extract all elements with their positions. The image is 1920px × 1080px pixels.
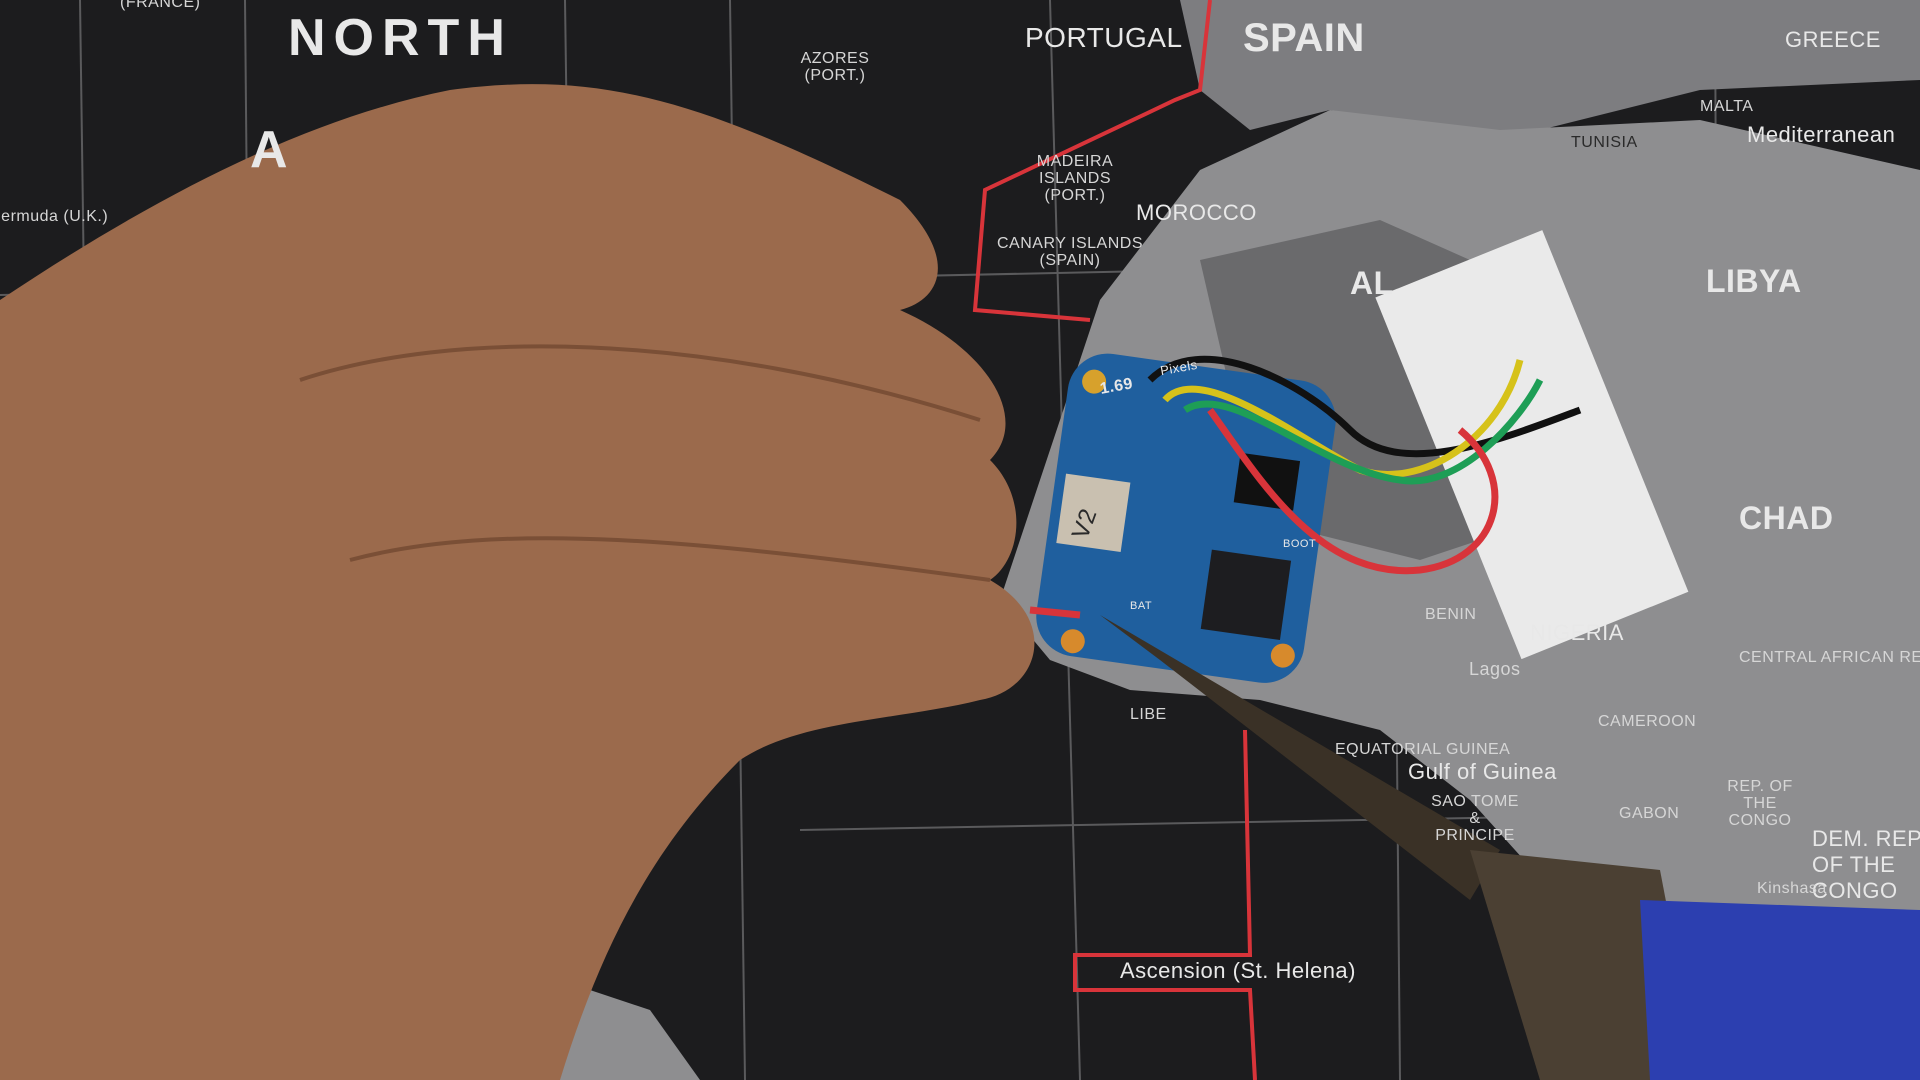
maritime-borders: [972, 0, 1257, 1080]
label-morocco: MOROCCO: [1136, 200, 1257, 225]
iberia-land: [1180, 0, 1920, 140]
label-nigeria: NIGERIA: [1530, 620, 1624, 645]
label-malta: MALTA: [1700, 98, 1754, 115]
label-spain: SPAIN: [1243, 16, 1365, 60]
label-rep-congo: REP. OF THE CONGO: [1727, 778, 1793, 829]
label-kinshasa: Kinshasa: [1757, 880, 1827, 897]
board-bat-label: BAT: [1130, 600, 1153, 612]
label-azores: AZORES (PORT.): [800, 50, 870, 84]
label-north: NORTH: [288, 9, 513, 67]
label-liberia: LIBE: [1130, 706, 1167, 723]
label-canary: CANARY ISLANDS (SPAIN): [996, 235, 1143, 269]
soldering-iron: [1100, 615, 1920, 1080]
label-gulf-of-guinea: Gulf of Guinea: [1408, 759, 1557, 784]
label-ascension: Ascension (St. Helena): [1120, 958, 1356, 983]
label-eq-guinea: EQUATORIAL GUINEA: [1335, 741, 1511, 758]
label-greece: GREECE: [1785, 27, 1881, 52]
label-chad: CHAD: [1739, 500, 1834, 536]
v2-sticker: [1056, 473, 1131, 553]
esp-chip: [1200, 549, 1292, 641]
label-benin: BENIN: [1425, 606, 1477, 623]
label-central-african: CENTRAL AFRICAN REPUBLIC: [1739, 649, 1920, 666]
led-matrix-board: [1375, 230, 1689, 660]
label-sao-tome: SAO TOME & PRINCIPE: [1431, 793, 1519, 844]
hand: [0, 84, 1035, 1080]
label-mediterranean: Mediterranean: [1747, 122, 1896, 147]
label-cameroon: CAMEROON: [1598, 713, 1697, 730]
label-atlantic-fragment: A: [250, 121, 296, 179]
label-lagos: Lagos: [1469, 659, 1521, 679]
label-gabon: GABON: [1619, 805, 1680, 822]
esp32-pcb-board: [1036, 353, 1336, 683]
label-france: (FRANCE): [120, 0, 201, 11]
label-bermuda: Bermuda (U.K.): [0, 208, 109, 225]
label-libya: LIBYA: [1706, 263, 1802, 299]
label-portugal: PORTUGAL: [1025, 22, 1183, 53]
label-drc: DEM. REP. OF THE CONGO: [1812, 826, 1920, 903]
label-madeira: MADEIRA ISLANDS (PORT.): [1036, 153, 1114, 204]
board-boot-label: BOOT: [1283, 538, 1317, 550]
wires: [1029, 355, 1582, 619]
label-tunisia: TUNISIA: [1571, 134, 1638, 151]
label-algeria-fragment: AL: [1350, 265, 1394, 301]
